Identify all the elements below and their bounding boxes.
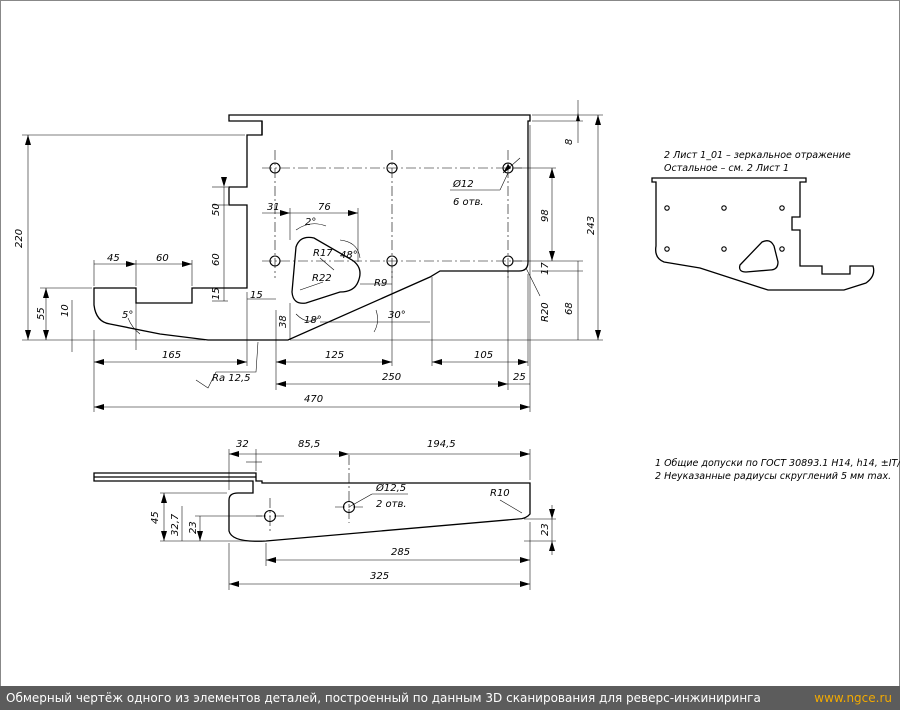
dim-hole-dia-side: Ø12,5 <box>375 482 406 494</box>
dim-220: 220 <box>14 229 25 248</box>
tech-note-2: 2 Неуказанные радиусы скруглений 5 мм ma… <box>655 471 891 482</box>
hole <box>779 246 785 252</box>
dim-38: 38 <box>278 315 289 328</box>
dim-r9: R9 <box>374 278 387 289</box>
dim-45: 45 <box>107 253 120 264</box>
dim-105: 105 <box>474 350 493 361</box>
dim-angle-5: 5° <box>122 310 133 321</box>
dim-50: 50 <box>211 203 222 216</box>
dim-17: 17 <box>540 262 551 275</box>
dim-hole-qty: 6 отв. <box>453 197 484 208</box>
dim-hole-qty-side: 2 отв. <box>376 499 407 510</box>
dim-194-5: 194,5 <box>427 439 456 450</box>
engineering-drawing: 220 243 8 98 17 68 R20 470 250 25 165 12… <box>14 100 900 590</box>
side-arrows <box>161 451 555 587</box>
dim-45-side: 45 <box>150 511 161 524</box>
dim-285: 285 <box>391 547 410 558</box>
dim-125: 125 <box>325 350 344 361</box>
dim-angle-30: 30° <box>388 310 406 321</box>
dim-55: 55 <box>36 307 47 320</box>
dim-23-right: 23 <box>540 523 551 536</box>
dim-60-slot: 60 <box>211 253 222 266</box>
site-link[interactable]: www.ngce.ru <box>814 691 892 705</box>
front-holes <box>269 162 514 267</box>
dim-r17: R17 <box>313 248 333 259</box>
front-arrows <box>25 113 601 410</box>
roughness-mark: Ra 12,5 <box>212 373 251 384</box>
mirror-part-outline <box>651 177 875 291</box>
mirror-note-line1: 2 Лист 1_01 – зеркальное отражение <box>664 150 851 161</box>
side-part-outline <box>93 472 531 542</box>
caption-bar: Обмерный чертёж одного из элементов дета… <box>0 686 900 710</box>
dim-15-h: 15 <box>250 290 263 301</box>
hole <box>664 205 670 211</box>
side-dimension-texts: 32 85,5 194,5 Ø12,5 2 отв. R10 45 32,7 2… <box>150 439 551 582</box>
dim-76: 76 <box>318 202 331 213</box>
dim-23-left: 23 <box>188 521 199 534</box>
dim-165: 165 <box>162 350 181 361</box>
dim-r10: R10 <box>490 488 510 499</box>
dim-15-v: 15 <box>211 287 222 300</box>
dim-250: 250 <box>382 372 401 383</box>
dim-r20: R20 <box>540 302 551 322</box>
hole <box>664 246 670 252</box>
dim-8: 8 <box>564 139 575 145</box>
dim-325: 325 <box>370 571 389 582</box>
front-dimension-lines <box>22 100 603 412</box>
dim-470: 470 <box>304 394 323 405</box>
hole <box>721 246 727 252</box>
dim-25: 25 <box>513 372 526 383</box>
dim-85-5: 85,5 <box>298 439 320 450</box>
technical-notes: 1 Общие допуски по ГОСТ 30893.1 H14, h14… <box>655 458 900 482</box>
dim-hole-dia: Ø12 <box>452 178 474 190</box>
dim-68: 68 <box>564 302 575 315</box>
front-dimension-texts: 220 243 8 98 17 68 R20 470 250 25 165 12… <box>14 139 597 405</box>
triangle-cutout <box>291 236 361 304</box>
dim-60-notch: 60 <box>156 253 169 264</box>
hole <box>721 205 727 211</box>
mirror-view: 2 Лист 1_01 – зеркальное отражение Остал… <box>651 150 875 291</box>
dim-32: 32 <box>236 439 249 450</box>
front-centerlines <box>262 150 522 278</box>
mirror-note-line2: Остальное – см. 2 Лист 1 <box>664 163 789 174</box>
side-view: 32 85,5 194,5 Ø12,5 2 отв. R10 45 32,7 2… <box>93 439 556 590</box>
mirror-triangle-cutout <box>738 240 779 273</box>
dim-angle-2: 2° <box>305 217 316 228</box>
caption-text: Обмерный чертёж одного из элементов дета… <box>6 691 761 705</box>
front-part-outline <box>93 114 531 341</box>
front-view: 220 243 8 98 17 68 R20 470 250 25 165 12… <box>14 100 603 412</box>
side-centerlines <box>256 455 363 532</box>
tech-note-1: 1 Общие допуски по ГОСТ 30893.1 H14, h14… <box>655 458 900 469</box>
side-dimension-lines <box>160 449 556 590</box>
dim-angle-48: 48° <box>340 250 358 261</box>
dim-243: 243 <box>586 216 597 235</box>
dim-angle-18: 18° <box>304 315 322 326</box>
dim-r22: R22 <box>312 273 332 284</box>
dim-98: 98 <box>540 209 551 222</box>
dim-32-7: 32,7 <box>170 513 181 536</box>
hole <box>779 205 785 211</box>
dim-31: 31 <box>267 202 280 213</box>
dim-10: 10 <box>60 304 71 317</box>
